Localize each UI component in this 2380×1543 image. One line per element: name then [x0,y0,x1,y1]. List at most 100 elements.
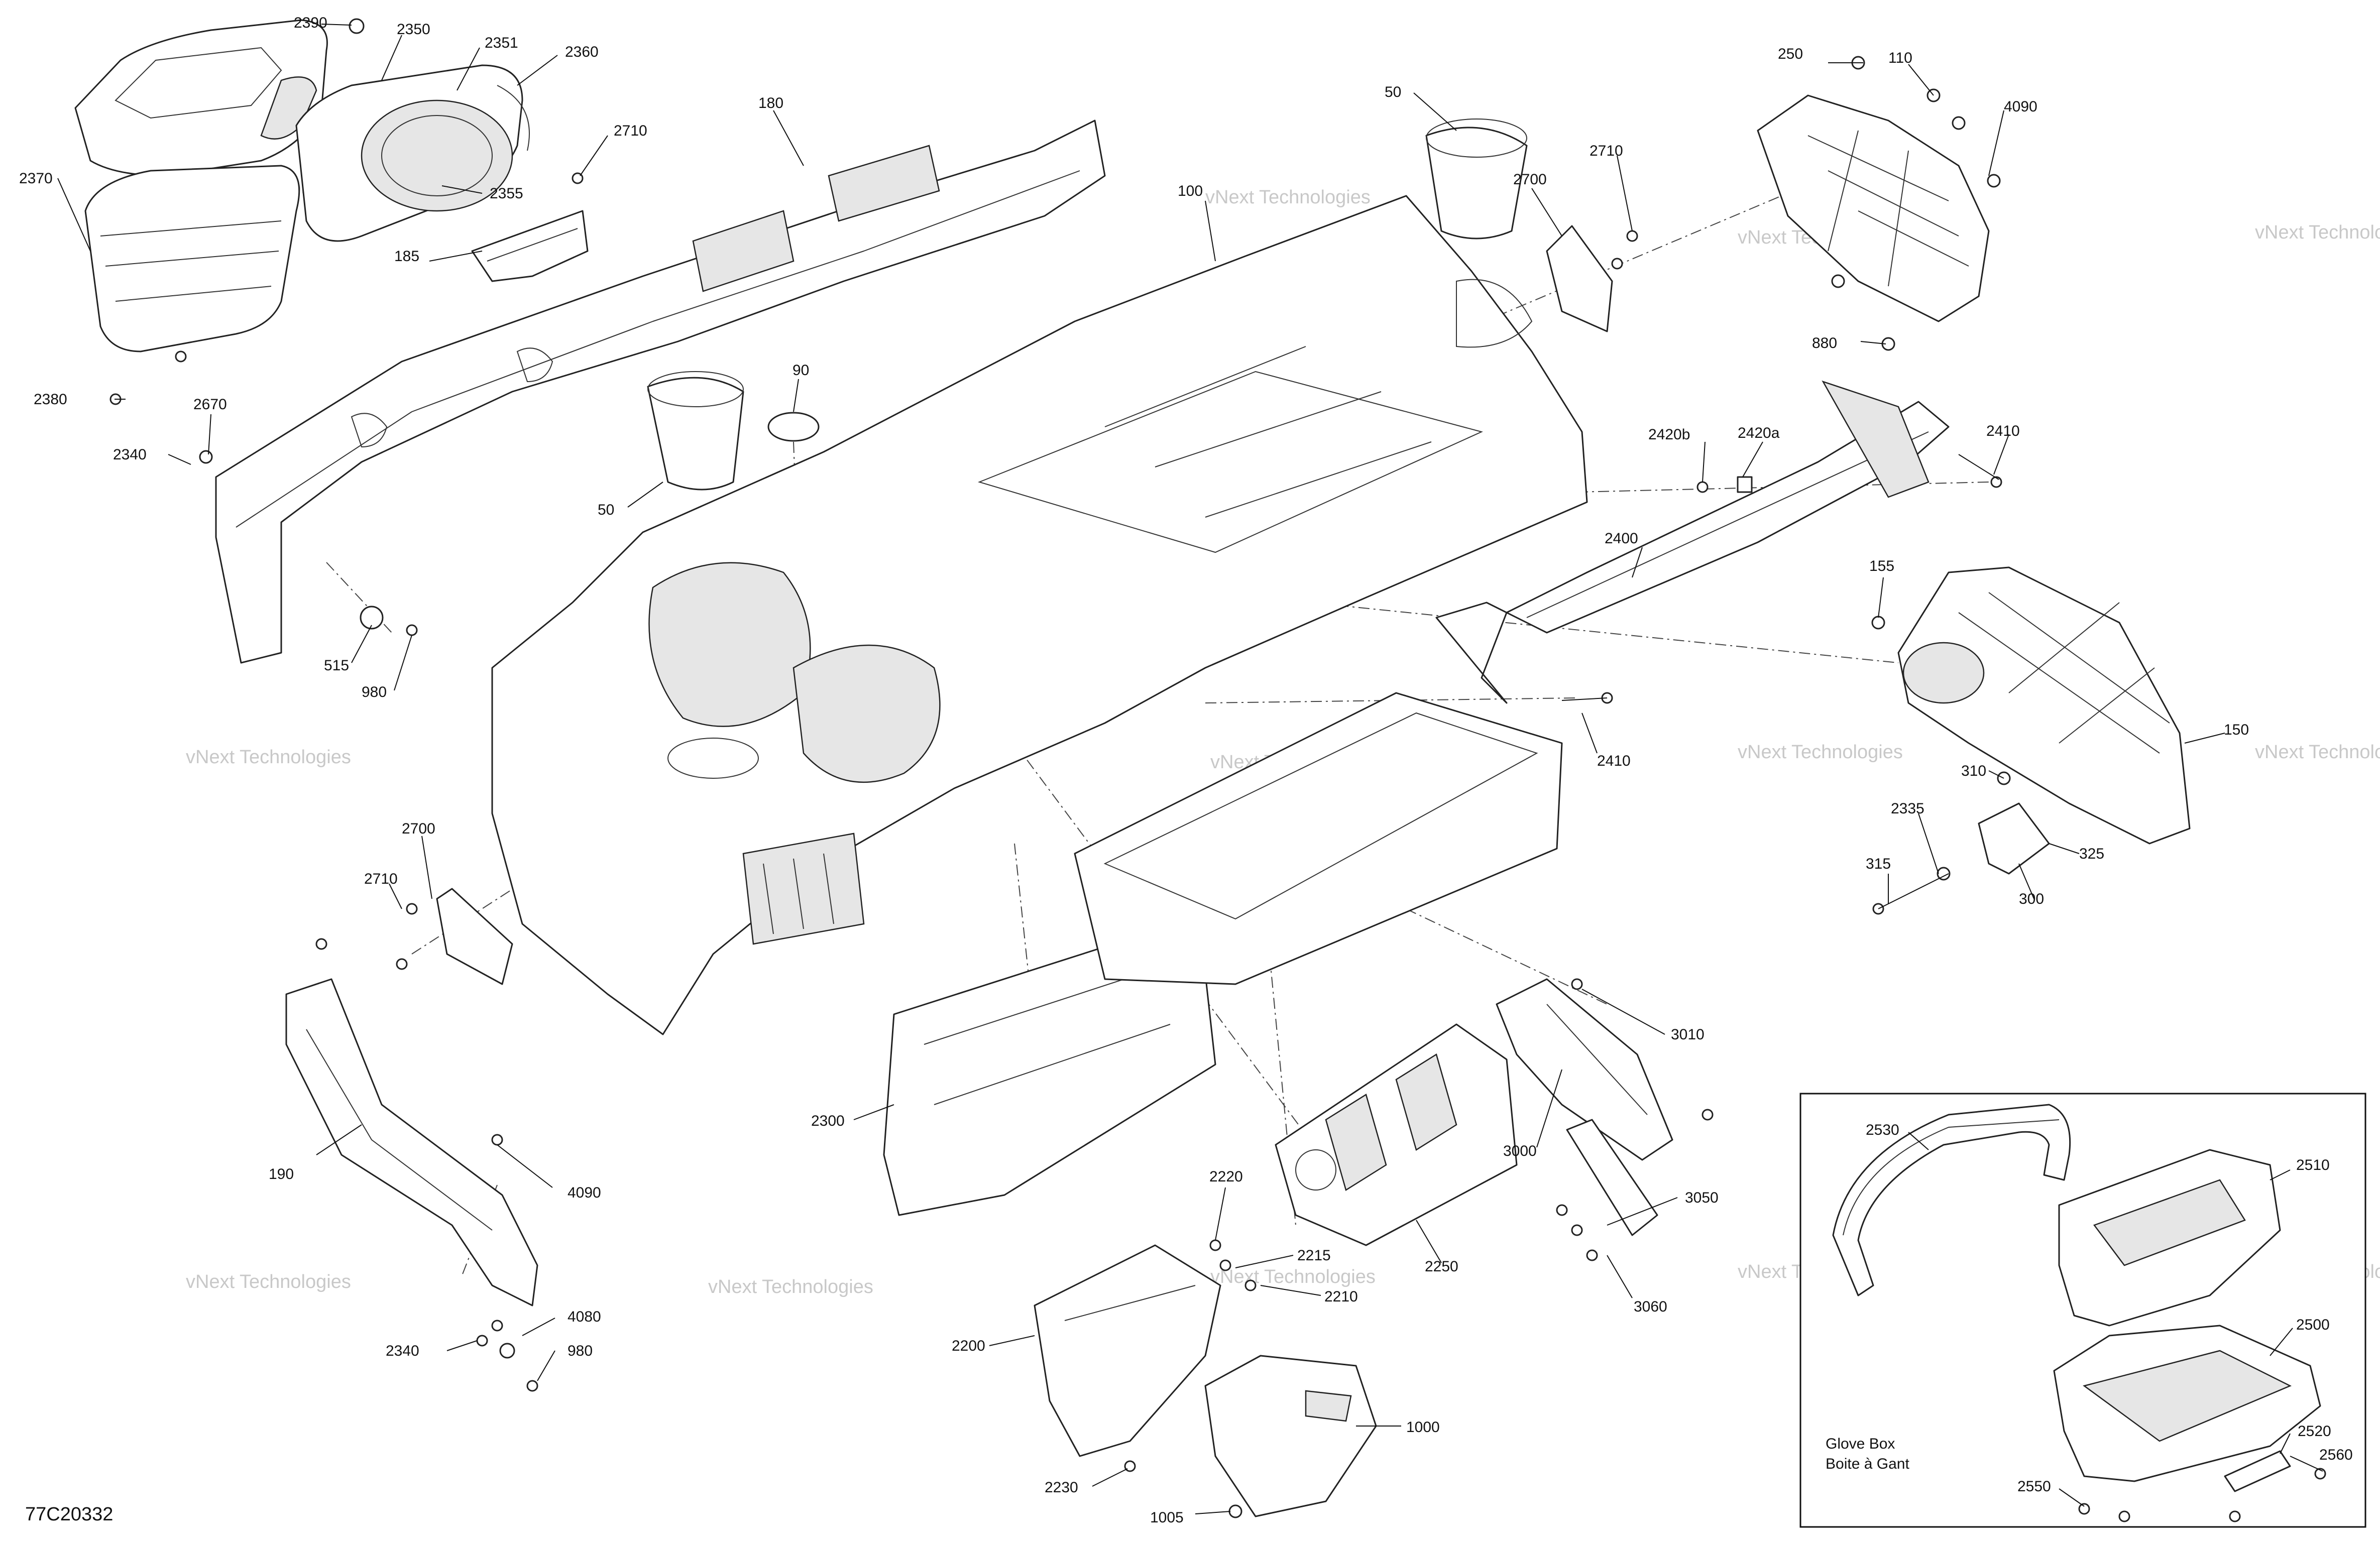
long-bracket-190 [285,978,538,1307]
callout-325: 325 [2079,846,2104,862]
callout-2420a: 2420a [1738,425,1780,441]
watermark: vNext Technologies [2255,742,2380,763]
watermark: vNext Technologies [1210,1266,1376,1287]
bracket-2700-left [436,888,513,985]
diagram-code: 77C20332 [25,1504,113,1525]
cup-holder-right [1425,118,1528,240]
callout-2340: 2340 [113,446,147,463]
pad-185 [471,210,589,282]
callout-50: 50 [1385,84,1401,100]
cluster-cover [74,19,328,352]
callout-515: 515 [324,657,349,674]
callout-150: 150 [2224,722,2249,738]
bracket-300 [1978,802,2050,875]
leader-lines [57,24,2225,1514]
callout-2510: 2510 [2296,1157,2330,1173]
inset-title-en: Glove Box [1826,1436,1895,1452]
callout-980: 980 [362,684,387,700]
callout-2420b: 2420b [1648,426,1690,443]
callout-1005: 1005 [1150,1509,1184,1526]
callout-2215: 2215 [1297,1247,1331,1264]
callout-2520: 2520 [2298,1423,2331,1440]
callout-190: 190 [269,1166,294,1182]
lower-tray [1074,692,1563,985]
callout-155: 155 [1869,558,1894,574]
callout-2360: 2360 [565,44,599,60]
callout-2410: 2410 [1986,423,2020,439]
callout-2355: 2355 [490,185,523,202]
callout-185: 185 [394,248,419,265]
callout-2560: 2560 [2319,1447,2353,1463]
inset-title-fr: Boite à Gant [1826,1456,1909,1472]
bolts [1561,454,1999,909]
callout-2370: 2370 [19,170,53,187]
bolt-2410-upper [1958,454,1999,480]
callout-3060: 3060 [1634,1298,1667,1315]
callout-2230: 2230 [1045,1479,1078,1496]
assembly-line [1064,577,1899,663]
side-housing-150 [1897,566,2191,845]
callout-1000: 1000 [1406,1419,1440,1436]
callout-250: 250 [1778,46,1803,62]
callout-2400: 2400 [1605,530,1638,547]
callout-2335: 2335 [1891,800,1924,817]
callout-310: 310 [1961,763,1986,779]
callout-2710: 2710 [1590,143,1623,159]
center-console-2250 [1275,1023,1518,1246]
panel-2200 [1034,1244,1221,1457]
callout-2220: 2220 [1209,1168,1243,1185]
callout-2210: 2210 [1324,1288,1358,1305]
watermark: vNext Technologies [708,1276,873,1297]
callout-180: 180 [758,95,783,111]
cup-holder-left [647,371,744,491]
callout-2550: 2550 [2017,1478,2051,1495]
fasteners [109,18,2011,1518]
callout-2250: 2250 [1425,1258,1458,1275]
bolt-315 [1878,873,1949,909]
watermark: vNext Technologies [2255,222,2380,243]
callout-50: 50 [598,502,614,518]
pocket-1000 [1204,1355,1377,1517]
callout-2710: 2710 [614,123,647,139]
bolt-2410-lower [1561,697,1608,701]
callout-labels: 2390 2350 2351 2360 2370 2355 2710 185 1… [19,15,2353,1526]
gauge-bezel [295,64,530,242]
callout-980: 980 [568,1343,593,1359]
callout-2410: 2410 [1597,753,1631,769]
callout-3010: 3010 [1671,1026,1705,1043]
bracket-3060 [1566,1119,1658,1236]
callout-90: 90 [792,362,809,379]
callout-2710: 2710 [364,871,398,887]
callout-300: 300 [2019,891,2044,907]
callout-880: 880 [1812,335,1837,351]
callout-2670: 2670 [193,396,227,413]
callout-3000: 3000 [1503,1143,1537,1159]
callout-2340: 2340 [386,1343,419,1359]
glove-box-inset: Glove Box Boite à Gant [1799,1093,2366,1528]
callout-3050: 3050 [1685,1190,1719,1206]
callout-2390: 2390 [294,15,327,31]
callout-2500: 2500 [2296,1317,2330,1333]
grab-bar-2400 [1435,380,1950,704]
callout-2200: 2200 [952,1338,985,1354]
side-housing-250 [1757,94,1990,322]
callout-2700: 2700 [402,820,435,837]
watermark: vNext Technologies [186,747,351,768]
callout-315: 315 [1866,856,1891,872]
main-dashboard [491,195,1588,1035]
upper-rail [215,120,1106,664]
callout-2350: 2350 [397,21,430,38]
assembly-line [1014,843,1030,985]
callout-100: 100 [1178,183,1203,199]
callout-2700: 2700 [1513,171,1547,188]
watermark: vNext Technologies [186,1271,351,1292]
watermark: vNext Technologies [1738,742,1903,763]
callout-2530: 2530 [1866,1122,1899,1138]
callout-2351: 2351 [485,35,518,51]
watermark: vNext Technologies [1205,187,1371,208]
cap-90 [767,412,820,442]
bracket-2700-right [1546,225,1613,332]
callout-4080: 4080 [568,1309,601,1325]
